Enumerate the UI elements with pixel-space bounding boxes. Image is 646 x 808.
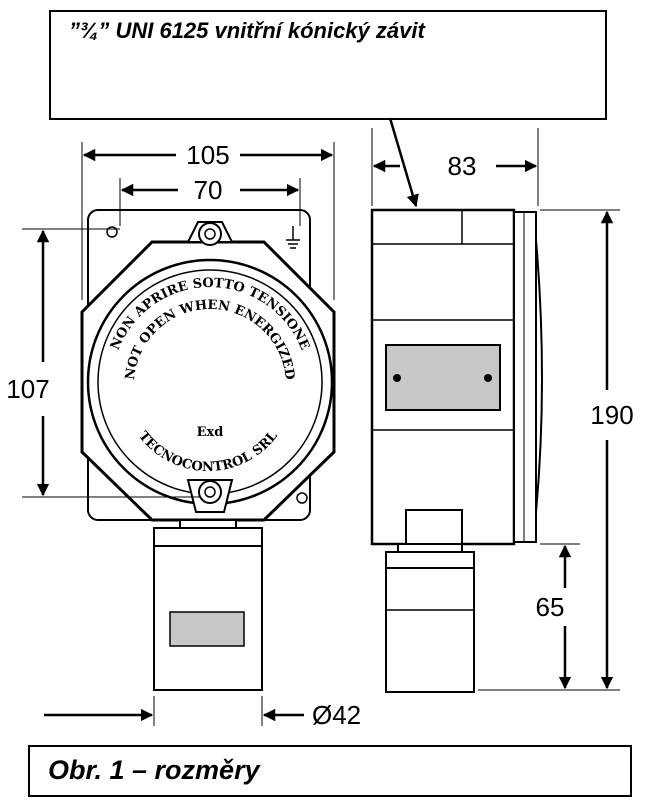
side-view <box>370 117 543 693</box>
side-boss <box>405 509 463 545</box>
dim-height-sensor: 65 <box>536 592 565 622</box>
thread-callout-text: ”¾” UNI 6125 vnitřní kónický závit <box>69 18 425 43</box>
side-cover-rim <box>513 211 537 543</box>
dim-sensor-diameter: Ø42 <box>312 700 361 730</box>
side-sensor-collar <box>385 551 475 569</box>
side-sensor-head <box>385 567 475 693</box>
dim-width-inner: 70 <box>194 175 223 205</box>
bottom-lug <box>186 479 234 513</box>
front-dimensions: 105 70 107 Ø42 <box>6 140 361 730</box>
dim-width-outer: 105 <box>186 140 229 170</box>
front-view: NON APRIRE SOTTO TENSIONE NOT OPEN WHEN … <box>80 209 336 691</box>
side-dimensions: 83 190 65 <box>371 128 634 691</box>
ground-icon <box>286 226 300 249</box>
callout-leader-arrow <box>388 117 419 208</box>
dim-height-front: 107 <box>6 374 49 404</box>
mount-hole-icon <box>106 226 118 238</box>
dim-height-total: 190 <box>590 400 633 430</box>
cover-mark: Exd <box>197 425 224 440</box>
screw-icon <box>484 374 492 382</box>
dim-depth-side: 83 <box>448 151 477 181</box>
mount-hole-icon <box>296 492 308 504</box>
top-lug <box>186 221 234 246</box>
thread-callout-box: ”¾” UNI 6125 vnitřní kónický závit <box>49 10 607 120</box>
sensor-collar <box>153 527 263 547</box>
side-cover-dome <box>535 239 543 513</box>
sensor-label-plate <box>169 611 245 647</box>
screw-icon <box>393 374 401 382</box>
figure-caption-box: Obr. 1 – rozměry <box>28 745 632 797</box>
figure-caption: Obr. 1 – rozměry <box>48 755 260 785</box>
side-label-plate <box>385 344 501 411</box>
